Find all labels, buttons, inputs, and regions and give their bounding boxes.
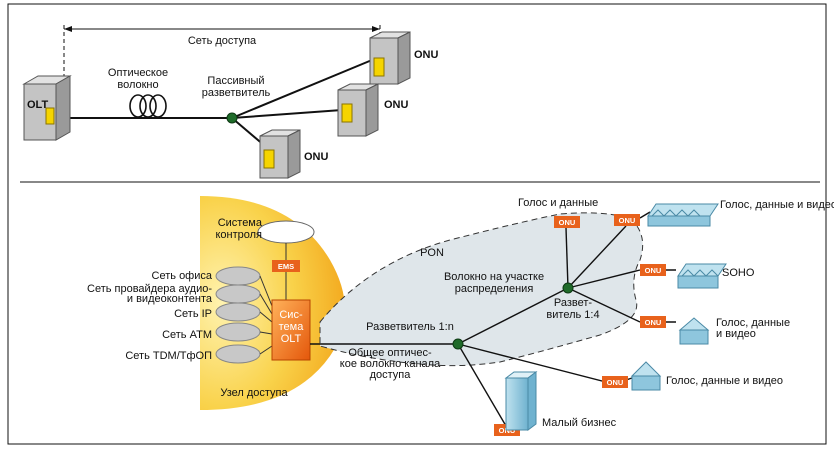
pon-region (319, 212, 644, 367)
building-soho-icon (677, 263, 727, 289)
olt-system-2: тема (279, 321, 305, 333)
ems-label: EMS (278, 262, 294, 271)
source-ip: Сеть IP (174, 308, 212, 320)
onu-tag-voice-data: ONU (554, 216, 580, 228)
fiber-coil-icon (129, 94, 167, 118)
fiber-label-2: волокно (117, 79, 158, 91)
olt-indicator (45, 107, 55, 125)
source-provider-1: Сеть провайдера аудио- (87, 283, 212, 295)
control-system-2: контроля (215, 229, 262, 241)
triple-play-label-1: Голос, данные и видео (720, 199, 834, 211)
frame (7, 3, 827, 445)
olt-system-1: Сис- (279, 309, 303, 321)
common-fiber-1: Общее оптичес- (348, 347, 432, 359)
svg-text:ONU: ONU (559, 218, 576, 227)
voice-data-label: Голос и данные (518, 197, 598, 209)
olt-system-box (271, 299, 311, 361)
soho-label: SOHO (722, 267, 755, 279)
common-fiber-3: доступа (370, 369, 412, 381)
control-system-1: Система (218, 217, 263, 229)
onu-box-3: ONU (259, 129, 329, 179)
splitter-1n-label: Разветвитель 1:n (366, 321, 454, 333)
splitter-14-2: витель 1:4 (546, 309, 599, 321)
onu-box-1: ONU (369, 31, 439, 85)
source-tdm: Сеть TDM/ТфОП (125, 350, 212, 362)
onu-tag-triple-1: ONU (614, 214, 640, 226)
access-network-label: Сеть доступа (188, 35, 257, 47)
access-node-label: Узел доступа (220, 387, 288, 399)
onu-label-3: ONU (304, 151, 329, 163)
distribution-fiber-1: Волокно на участке (444, 271, 544, 283)
access-network-dimension: Сеть доступа (63, 25, 381, 82)
splitter-14-node (562, 282, 574, 294)
svg-text:ONU: ONU (645, 318, 662, 327)
triple-play-label-2b: и видео (716, 328, 756, 340)
olt-system-3: OLT (281, 333, 302, 345)
ems-tag (272, 260, 300, 272)
control-system-oval (257, 220, 315, 244)
house-icon (678, 317, 710, 345)
source-atm: Сеть ATM (162, 329, 212, 341)
pon-label: PON (420, 247, 444, 259)
triple-play-label-2a: Голос, данные (716, 317, 790, 329)
splitter-14-1: Развет- (554, 297, 593, 309)
business-tower-icon (504, 371, 538, 431)
common-fiber-2: кое волокно канала (340, 358, 441, 370)
splitter-label-1: Пассивный (207, 75, 264, 87)
building-row-1-icon (647, 203, 719, 227)
svg-text:ONU: ONU (619, 216, 636, 225)
top-splitter-node (226, 112, 238, 124)
source-links (259, 275, 273, 355)
splitter-label-2: разветвитель (202, 87, 271, 99)
distribution-fiber-2: распределения (455, 283, 534, 295)
small-business-label: Малый бизнес (542, 417, 617, 429)
onu-tag-triple-3: ONU (602, 376, 628, 388)
svg-text:ONU: ONU (607, 378, 624, 387)
house-2-icon (630, 361, 662, 391)
svg-text:Развет-витель 1:4: Развет-витель 1:4 (546, 297, 599, 321)
fiber-label-1: Оптическое (108, 67, 168, 79)
olt-box: OLT (22, 75, 72, 141)
olt-label: OLT (27, 99, 48, 111)
onu-label-1: ONU (414, 49, 439, 61)
onu-tag-house: ONU (640, 316, 666, 328)
svg-text:ONU: ONU (645, 266, 662, 275)
onu-label-2: ONU (384, 99, 409, 111)
source-office: Сеть офиса (152, 270, 213, 282)
splitter-1n-node (452, 338, 464, 350)
triple-play-label-3: Голос, данные и видео (666, 375, 783, 387)
pon-fiber-lines (310, 211, 676, 427)
onu-tag-soho: ONU (640, 264, 666, 276)
source-ovals (215, 266, 261, 364)
onu-box-2: ONU (337, 83, 409, 137)
source-provider-2: и видеоконтента (127, 293, 213, 305)
